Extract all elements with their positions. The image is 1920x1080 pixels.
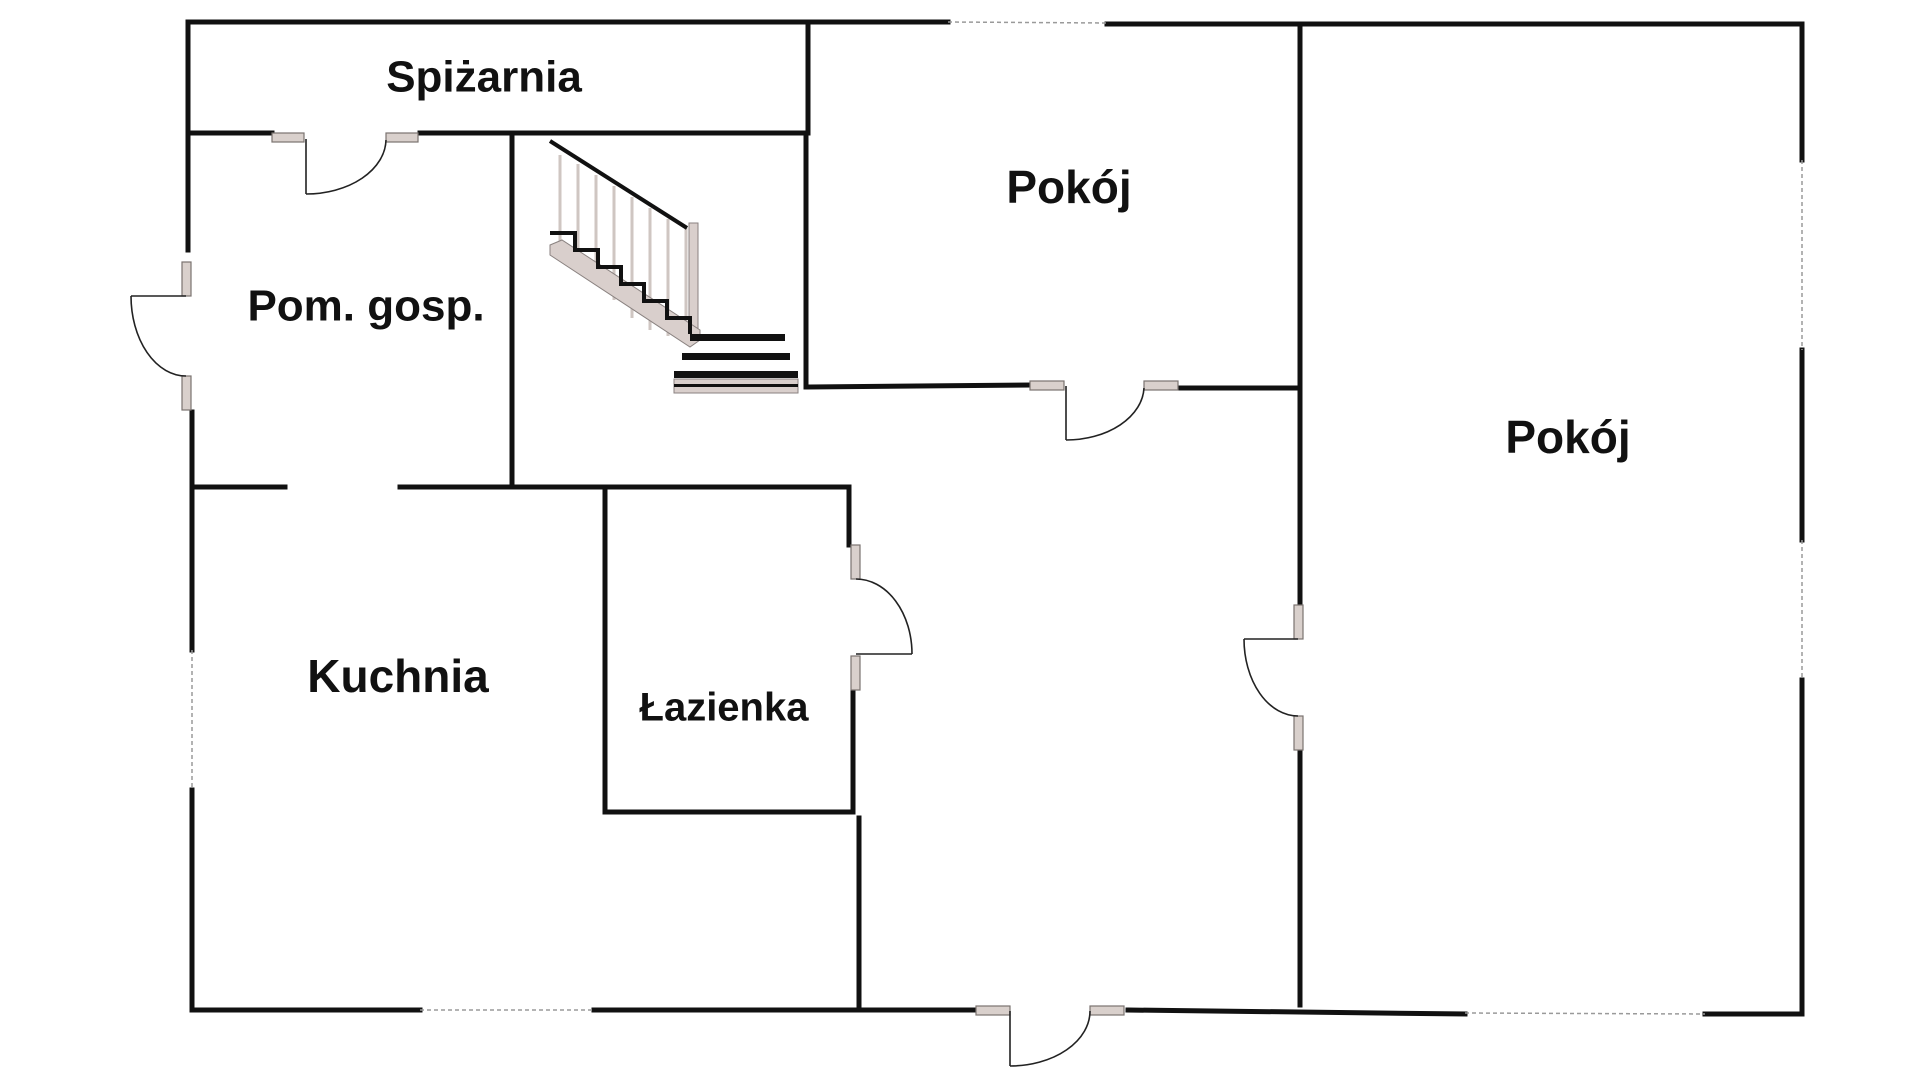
door-room-top [1029, 380, 1179, 441]
windows [191, 21, 1803, 1015]
interior-walls [185, 19, 1303, 1008]
label-utility-room: Pom. gosp. [247, 282, 484, 331]
stair-handrail [548, 139, 689, 230]
wall-room-top-bottom-1 [807, 382, 1033, 390]
door-pantry [271, 132, 419, 195]
label-bathroom: Łazienka [640, 686, 810, 730]
wall-bottom-3 [1125, 1007, 1468, 1017]
door-bathroom [850, 544, 913, 691]
label-kitchen: Kuchnia [307, 650, 489, 702]
stair-stringer [549, 239, 701, 348]
stair-balusters [558, 155, 699, 336]
stair-landing-step-1 [690, 334, 785, 341]
label-room-top: Pokój [1006, 161, 1131, 213]
staircase [548, 139, 799, 394]
window-top [947, 21, 1108, 24]
stair-steps [550, 231, 692, 334]
doors [130, 132, 1304, 1067]
room-labels: Spiżarnia Pom. gosp. Pokój Pokój Kuchnia… [247, 53, 1630, 730]
stair-landing-step-2 [682, 353, 790, 360]
stair-landing-step-3 [674, 371, 798, 378]
door-entrance-left [130, 261, 192, 411]
label-pantry: Spiżarnia [386, 53, 582, 102]
door-room-right [1243, 604, 1304, 751]
window-bottom-right [1464, 1012, 1706, 1015]
outer-walls [185, 19, 1805, 1017]
label-room-right: Pokój [1505, 411, 1630, 463]
stair-landing-base-line [674, 384, 798, 387]
door-entrance-bottom [975, 1005, 1125, 1067]
